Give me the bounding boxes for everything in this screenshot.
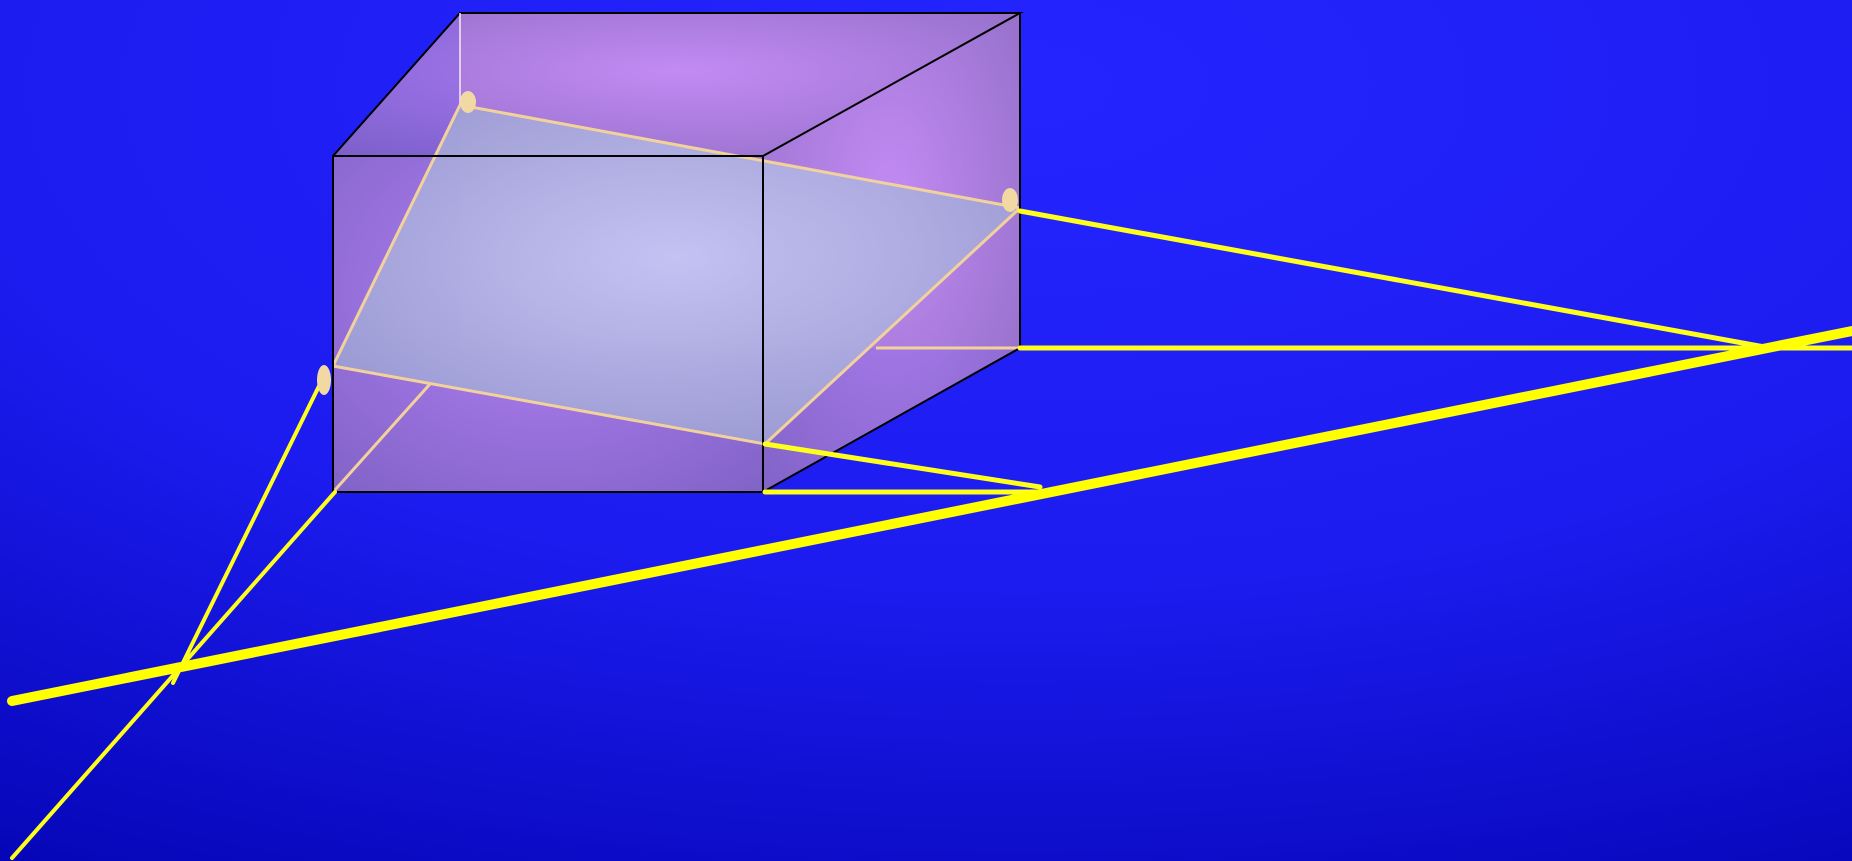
horizon-line <box>7 326 1852 706</box>
vertex-marker-top-left <box>460 91 476 113</box>
vertex-marker-top-right <box>1002 188 1018 212</box>
plane-edge-left <box>331 104 462 367</box>
box-outline-top <box>332 12 1024 157</box>
plane-edge-hidden <box>333 382 432 492</box>
vertex-markers <box>317 91 1018 395</box>
plane-edges <box>331 103 1022 492</box>
plane-extension-line <box>762 441 1043 490</box>
inclined-plane <box>333 105 1020 444</box>
vertex-marker-left <box>317 365 331 395</box>
box-front-outline <box>332 155 764 493</box>
diagonal-left-lower <box>10 490 337 860</box>
diagonal-left-upper <box>171 378 324 685</box>
vanishing-line-top <box>1017 208 1773 351</box>
box-edges <box>332 12 1024 493</box>
plane-edge-bottom <box>332 364 766 446</box>
box-edge-right-bottom <box>762 347 1021 493</box>
plane-edge-right <box>763 206 1022 446</box>
construction-lines <box>7 208 1852 860</box>
